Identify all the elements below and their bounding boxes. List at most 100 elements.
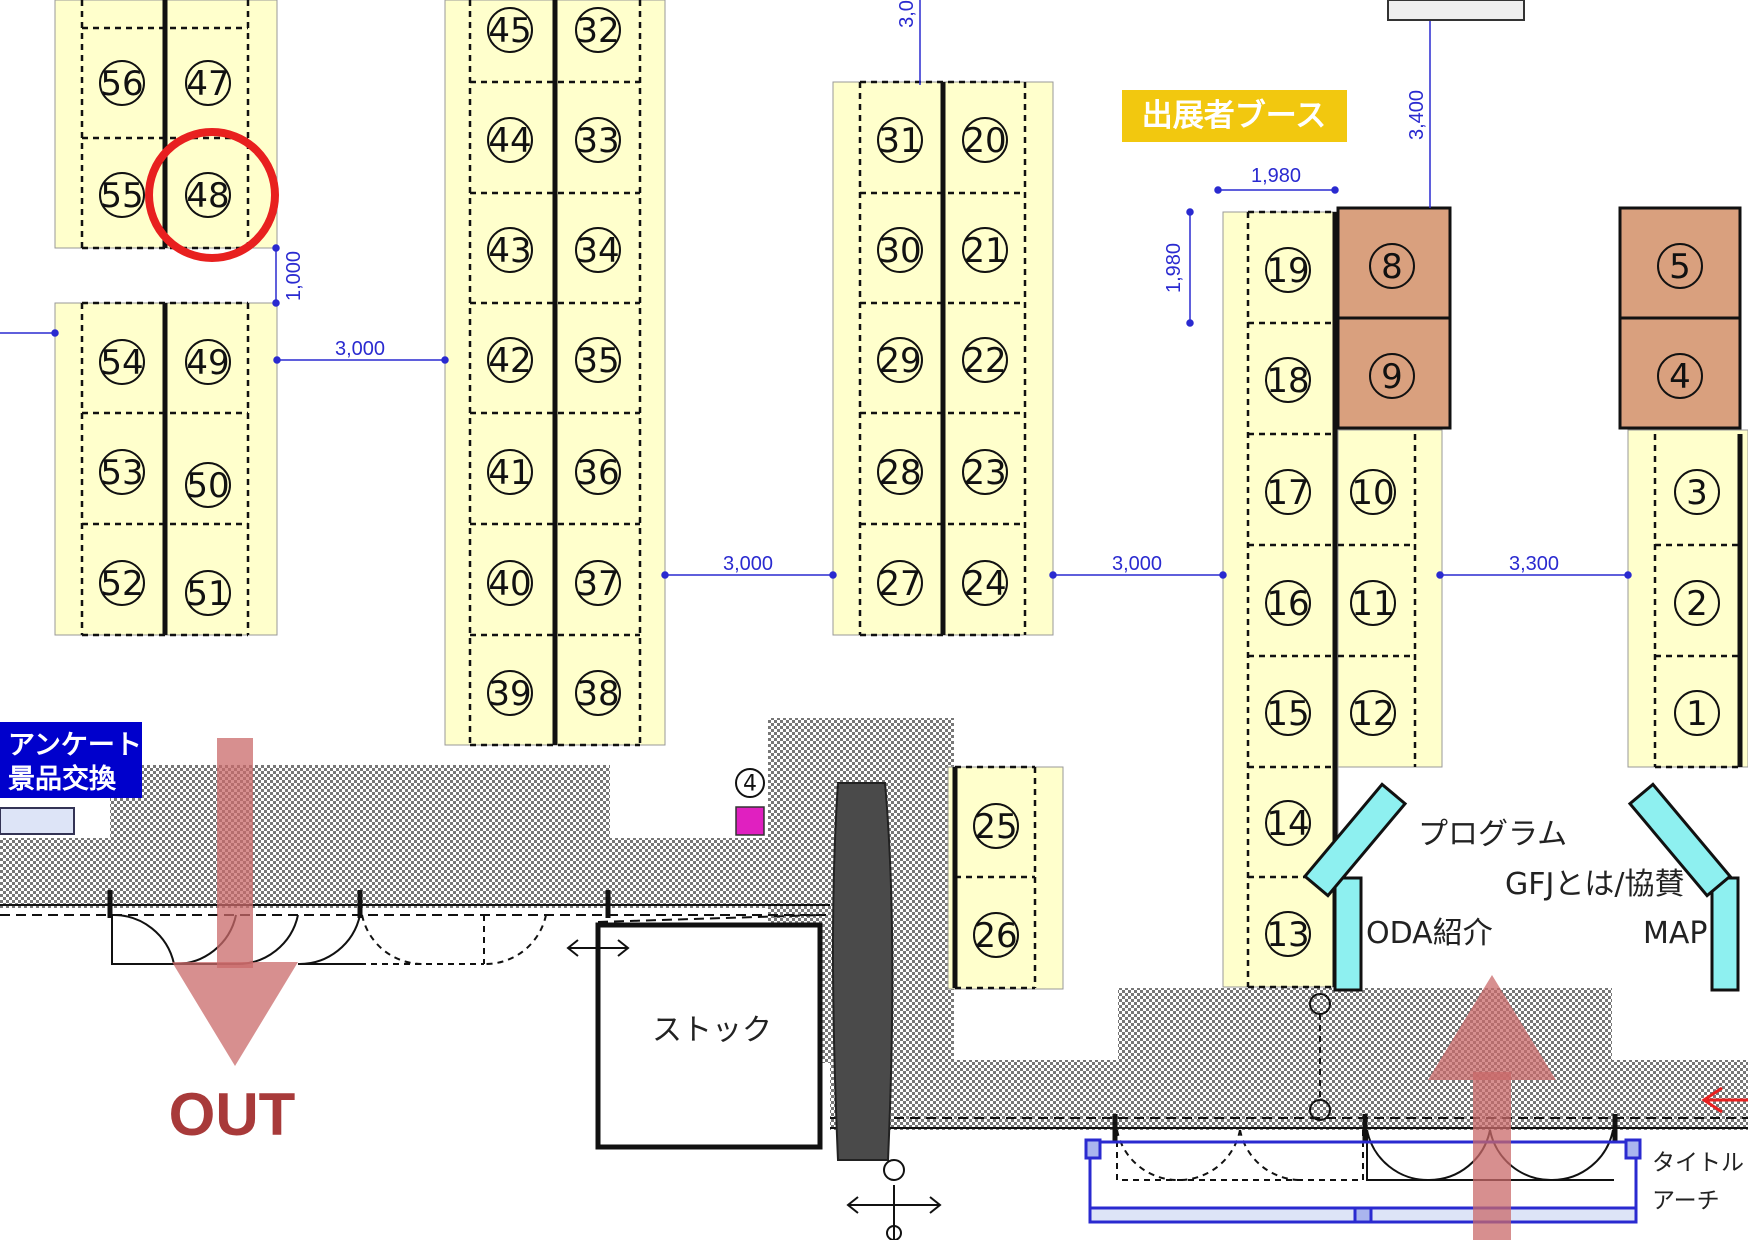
booth-41: 41	[487, 449, 533, 495]
booth-number: 50	[186, 466, 229, 506]
booth-number: 28	[878, 453, 921, 493]
dim-3000-c: 3,000	[1112, 553, 1162, 575]
booth-number: 33	[576, 121, 619, 161]
booth-number: 47	[186, 64, 229, 104]
booth-number: 22	[963, 341, 1006, 381]
booth-circle	[185, 172, 231, 218]
booth-number: 53	[100, 453, 143, 493]
stock-label: ストック	[652, 1013, 772, 1048]
marker-circle	[735, 768, 765, 798]
booth-circle	[575, 560, 621, 606]
booth-45: 45	[487, 7, 533, 53]
booth-number: 12	[1351, 694, 1394, 734]
booth-circle	[575, 7, 621, 53]
booth-circle	[487, 7, 533, 53]
booth-number: 40	[488, 564, 531, 604]
booth-circle	[487, 337, 533, 383]
top-box	[1387, 0, 1525, 21]
stock-door-dash	[597, 914, 821, 923]
booth-number: 15	[1266, 694, 1309, 734]
booth-circle	[877, 337, 923, 383]
booth-number: 49	[186, 343, 229, 383]
booth-circle	[1350, 469, 1396, 515]
title-arch-label-line1: タイトル	[1652, 1150, 1744, 1176]
booth-42: 42	[487, 337, 533, 383]
booth-50: 50	[185, 462, 231, 508]
booth-number: 24	[963, 564, 1006, 604]
booth-circle	[1657, 353, 1703, 399]
booth-number: 37	[576, 564, 619, 604]
booth-circle	[962, 227, 1008, 273]
booth-number: 36	[576, 453, 619, 493]
booth-9: 9	[1369, 353, 1415, 399]
dim-3300: 3,300	[1509, 553, 1559, 575]
booth-number: 8	[1381, 247, 1403, 287]
booth-circle	[877, 227, 923, 273]
booth-14: 14	[1265, 800, 1311, 846]
booth-22: 22	[962, 337, 1008, 383]
booth-circle	[1265, 800, 1311, 846]
booth-circle	[487, 670, 533, 716]
booth-circle	[877, 117, 923, 163]
booth-2: 2	[1674, 580, 1720, 626]
booth-20: 20	[962, 117, 1008, 163]
booth-38: 38	[575, 670, 621, 716]
display-panels	[1302, 782, 1740, 992]
map-label: MAP	[1643, 916, 1708, 951]
booth-44: 44	[487, 117, 533, 163]
booth-number: 42	[488, 341, 531, 381]
booth-number: 27	[878, 564, 921, 604]
booth-number: 52	[100, 564, 143, 604]
booth-number: 16	[1266, 584, 1309, 624]
booth-number: 48	[186, 176, 229, 216]
booth-number: 2	[1686, 584, 1708, 624]
booth-1: 1	[1674, 690, 1720, 736]
booth-circle	[99, 449, 145, 495]
booth-number: 11	[1351, 584, 1394, 624]
title-arch-label-line2: アーチ	[1652, 1188, 1720, 1214]
booth-circle	[1265, 247, 1311, 293]
survey-label-line1: アンケート	[8, 730, 142, 761]
dim-1980-v: 1,980	[1163, 243, 1185, 293]
dim-1000: 1,000	[283, 251, 305, 301]
booth-number: 34	[576, 231, 619, 271]
booth-27: 27	[877, 560, 923, 606]
booth-number: 31	[878, 121, 921, 161]
booth-number: 19	[1266, 251, 1309, 291]
right-edge-arrow	[1701, 1086, 1748, 1114]
booth-55: 55	[99, 172, 145, 218]
booth-40: 40	[487, 560, 533, 606]
booth-circle	[487, 560, 533, 606]
exhibitor-label: 出展者ブース	[1142, 98, 1326, 134]
booth-26: 26	[973, 912, 1019, 958]
booth-49: 49	[185, 339, 231, 385]
booth-circle	[1674, 690, 1720, 736]
partition-wall	[832, 782, 894, 1161]
sponsor-booths	[1336, 206, 1742, 430]
booth-number: 38	[576, 674, 619, 714]
booth-17: 17	[1265, 469, 1311, 515]
dimension-labels: 1,000 3,000 3,000 3,000 3,300 1,980 1,98…	[283, 0, 1559, 575]
booth-number: 23	[963, 453, 1006, 493]
booth-circle	[487, 449, 533, 495]
oda-label: ODA紹介	[1366, 916, 1493, 951]
booth-39: 39	[487, 670, 533, 716]
out-label: OUT	[169, 1081, 296, 1148]
booth-18: 18	[1265, 357, 1311, 403]
survey-table	[0, 807, 75, 835]
booth-35: 35	[575, 337, 621, 383]
booth-25: 25	[973, 803, 1019, 849]
booth-21: 21	[962, 227, 1008, 273]
dim-3000-b: 3,000	[723, 553, 773, 575]
booth-number: 18	[1266, 361, 1309, 401]
survey-label-line2: 景品交換	[8, 763, 117, 795]
booth-54: 54	[99, 339, 145, 385]
booth-number: 44	[488, 121, 531, 161]
booth-number: 17	[1266, 473, 1309, 513]
booth-circle	[185, 570, 231, 616]
booth-number: 5	[1669, 247, 1691, 287]
survey-label-bg	[0, 722, 142, 798]
booth-circle	[99, 560, 145, 606]
